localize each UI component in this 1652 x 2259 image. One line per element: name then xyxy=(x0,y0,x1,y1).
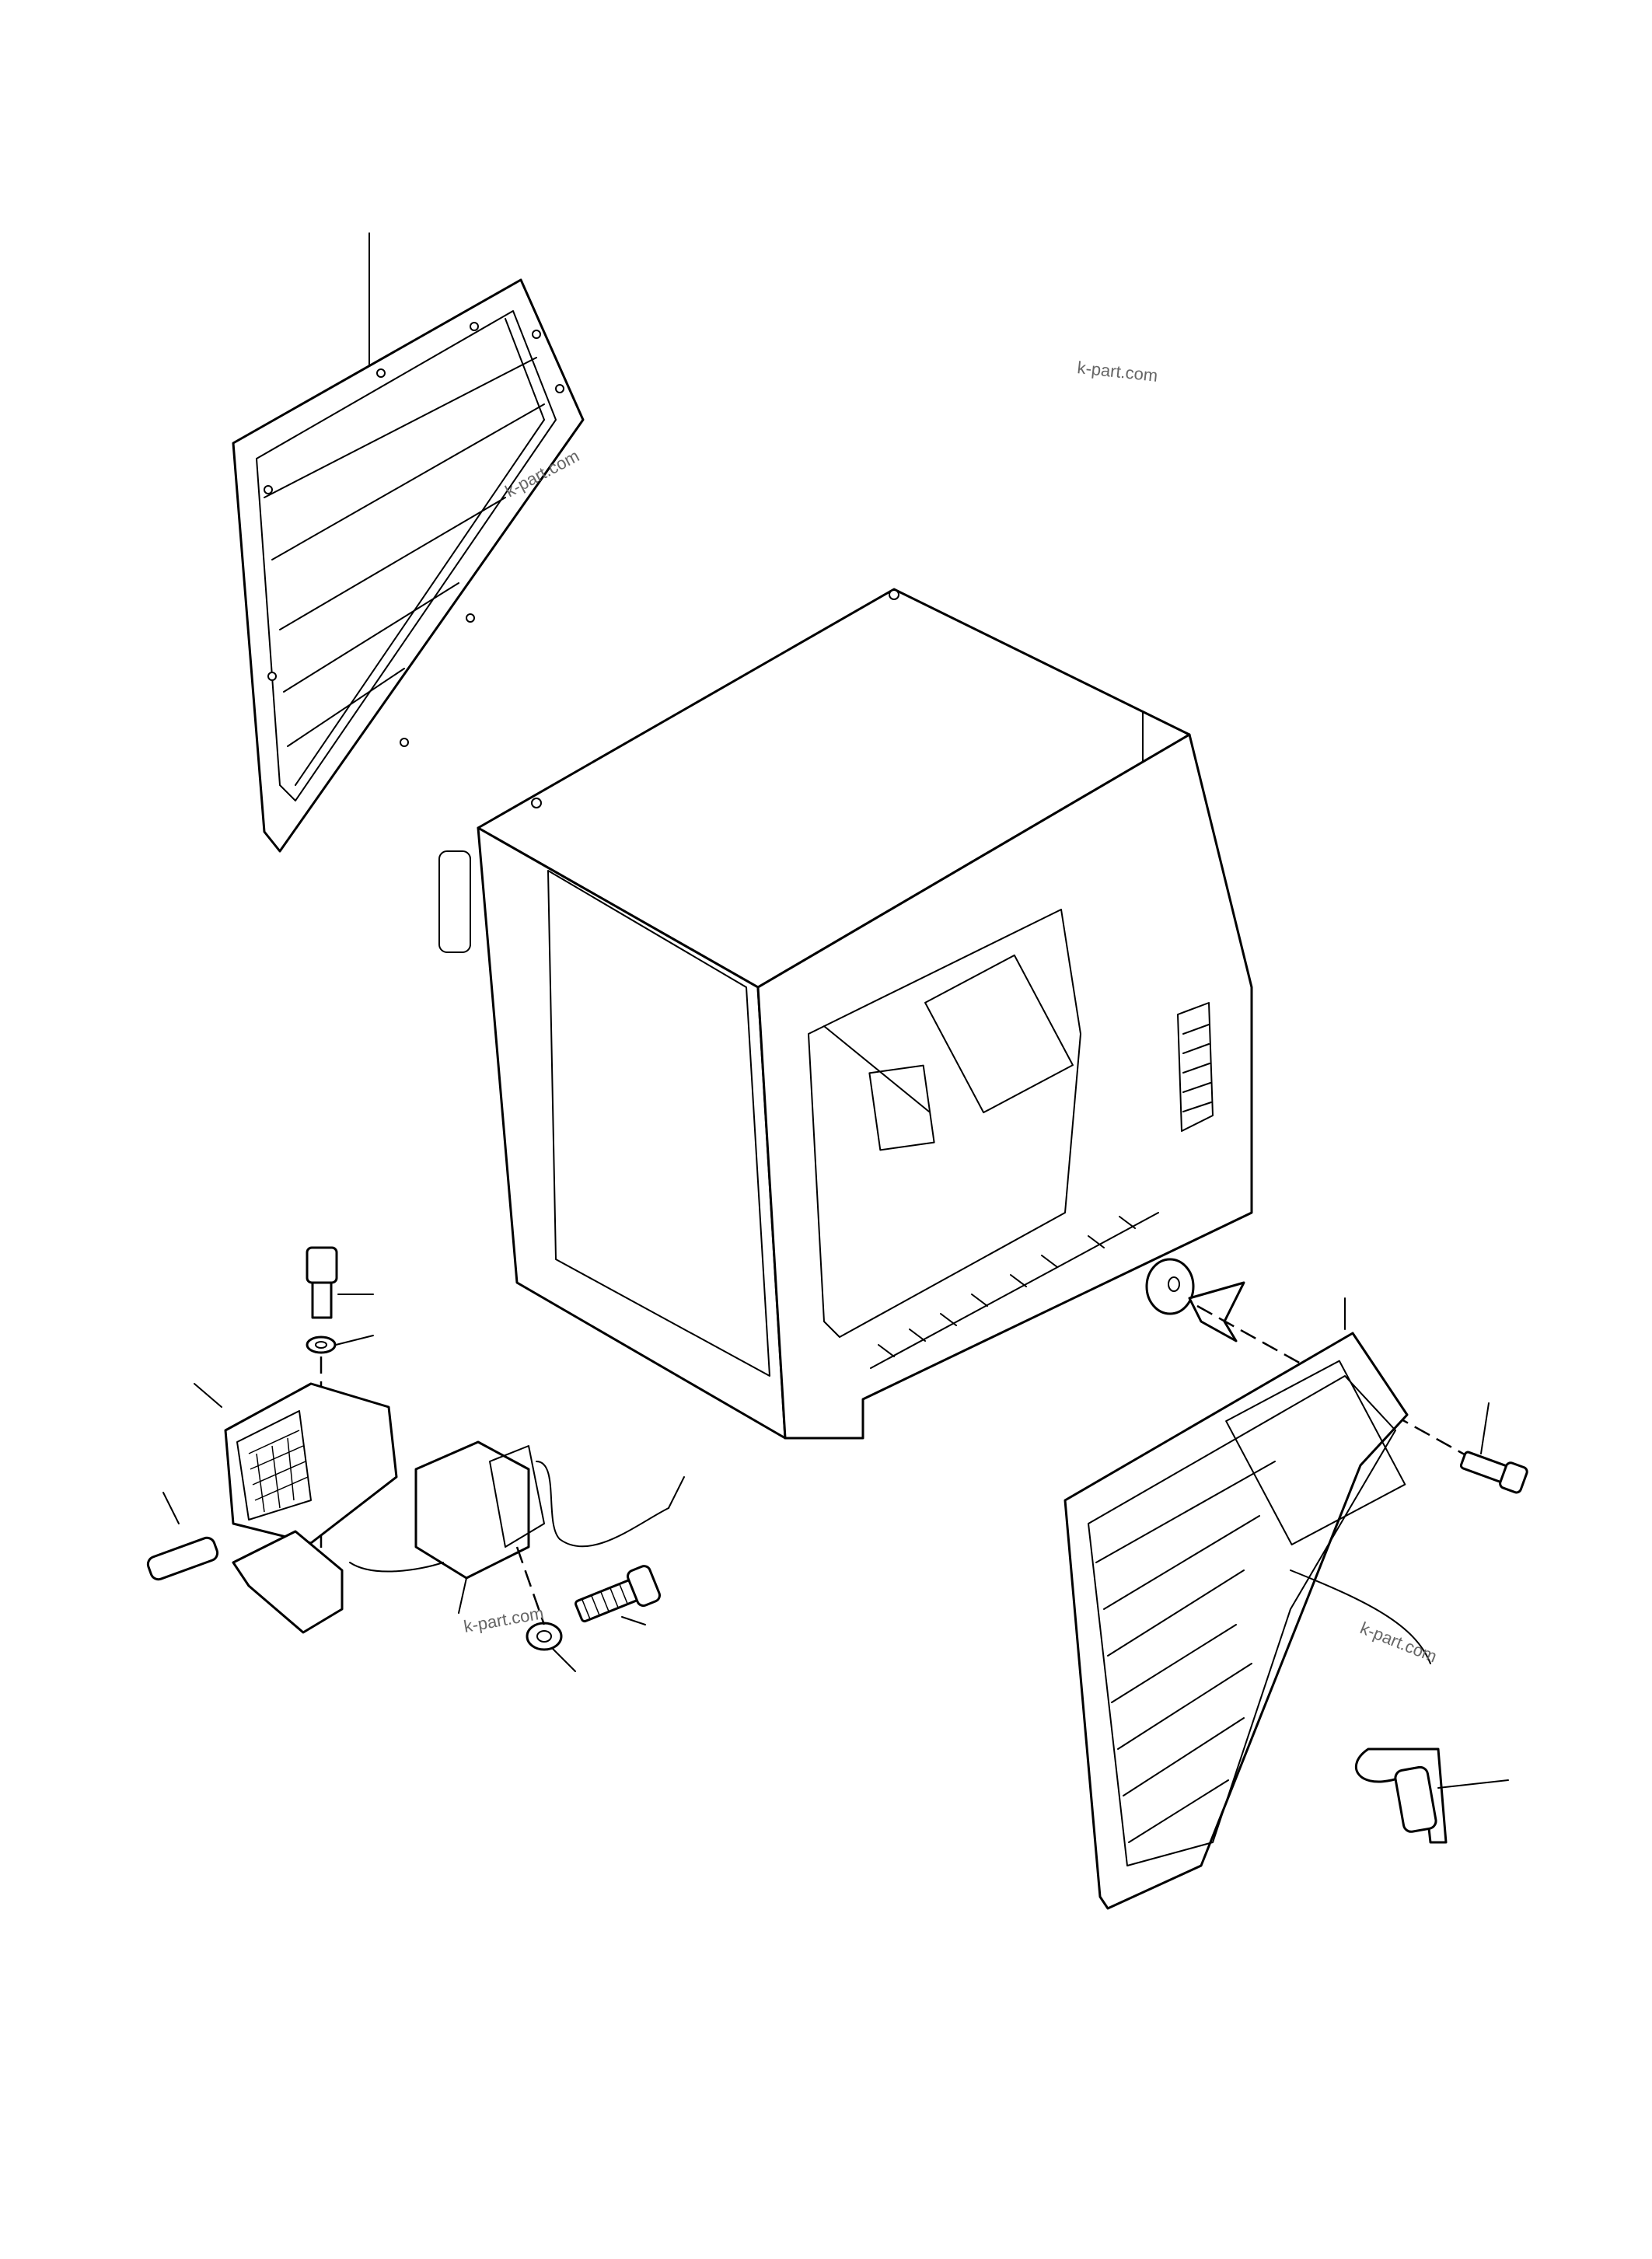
watermark: k-part.com xyxy=(1076,358,1158,386)
cab-body xyxy=(438,588,1253,1440)
right-side-panel xyxy=(1063,1258,1528,1910)
left-side-panel xyxy=(232,232,585,853)
work-light-assembly xyxy=(146,1246,685,1672)
watermark: k-part.com xyxy=(1357,1618,1440,1666)
